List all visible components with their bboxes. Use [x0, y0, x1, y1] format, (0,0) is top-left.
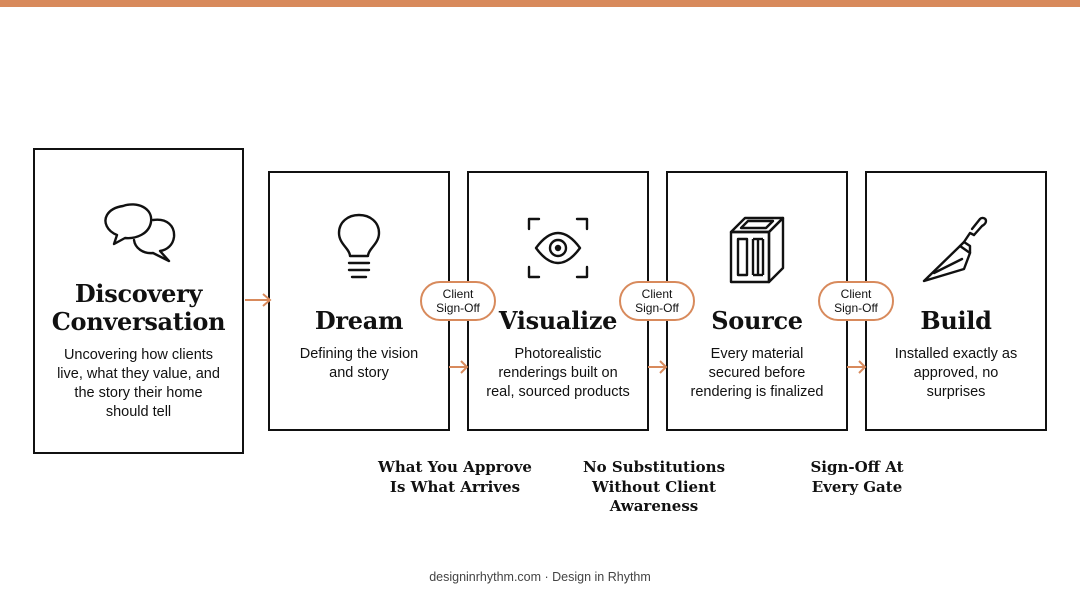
signoff-line: Sign-Off [635, 301, 679, 315]
arrow-right-icon [847, 360, 867, 374]
arrow-right-icon [648, 360, 668, 374]
description-line: secured before [708, 365, 806, 381]
arrow-right-icon [245, 293, 272, 307]
description-line: the story their home [74, 385, 203, 401]
trowel-icon [867, 213, 1045, 285]
note-line: What You Approve [378, 458, 532, 476]
note-line: No Substitutions [582, 458, 726, 476]
stage-title: Build [920, 306, 992, 335]
description-line: Every material [710, 346, 804, 362]
top-accent-bar [0, 0, 1080, 7]
stage-description: Installed exactly as approved, no surpri… [883, 345, 1029, 402]
stage-description: Every material secured before rendering … [684, 345, 830, 402]
note-line: Sign-Off At [810, 458, 904, 476]
signoff-line: Sign-Off [436, 301, 480, 315]
stage-title: Visualize [498, 306, 618, 335]
signoff-badge: Client Sign-Off [619, 281, 695, 321]
description-line: should tell [105, 404, 172, 420]
signoff-line: Sign-Off [834, 301, 878, 315]
speech-bubbles-icon [35, 198, 242, 264]
gate-note: Sign-Off At Every Gate [777, 458, 937, 497]
note-line: Without Client [592, 477, 716, 496]
stage-description: Photorealistic renderings built on real,… [485, 345, 631, 402]
stage-title: Source [711, 306, 803, 335]
stage-title-line: Discovery [74, 279, 203, 308]
description-line: renderings built on [498, 365, 618, 381]
crate-icon [668, 213, 846, 285]
stage-card-build: Build Installed exactly as approved, no … [865, 171, 1047, 431]
description-line: Defining the vision [299, 346, 419, 362]
eye-focus-icon [469, 217, 647, 279]
description-line: approved, no [913, 365, 999, 381]
description-line: and story [329, 365, 389, 381]
stage-card-source: Source Every material secured before ren… [666, 171, 848, 431]
stage-title: Discovery Conversation [35, 280, 242, 336]
note-line: Awareness [609, 497, 699, 515]
gate-note: What You Approve Is What Arrives [375, 458, 535, 497]
description-line: Installed exactly as [894, 346, 1018, 362]
signoff-badge: Client Sign-Off [818, 281, 894, 321]
signoff-line: Client [840, 287, 872, 301]
stage-card-discovery: Discovery Conversation Uncovering how cl… [33, 148, 244, 454]
arrow-right-icon [449, 360, 469, 374]
signoff-line: Client [442, 287, 474, 301]
description-line: real, sourced products [486, 384, 630, 400]
footer-credit: designinrhythm.com · Design in Rhythm [429, 570, 651, 584]
stage-card-visualize: Visualize Photorealistic renderings buil… [467, 171, 649, 431]
description-line: live, what they value, and [57, 366, 220, 382]
stage-description: Defining the vision and story [286, 345, 432, 383]
signoff-line: Client [641, 287, 673, 301]
description-line: Uncovering how clients [63, 347, 214, 363]
note-line: Every Gate [811, 477, 903, 496]
gate-note: No Substitutions Without Client Awarenes… [574, 458, 734, 517]
stage-description: Uncovering how clients live, what they v… [51, 346, 226, 422]
description-line: rendering is finalized [690, 384, 824, 400]
stage-title-line: Conversation [51, 307, 226, 336]
note-line: Is What Arrives [389, 477, 521, 496]
signoff-badge: Client Sign-Off [420, 281, 496, 321]
stage-card-dream: Dream Defining the vision and story [268, 171, 450, 431]
description-line: surprises [926, 384, 986, 400]
stage-title: Dream [314, 306, 404, 335]
description-line: Photorealistic [514, 346, 602, 362]
lightbulb-icon [270, 213, 448, 281]
